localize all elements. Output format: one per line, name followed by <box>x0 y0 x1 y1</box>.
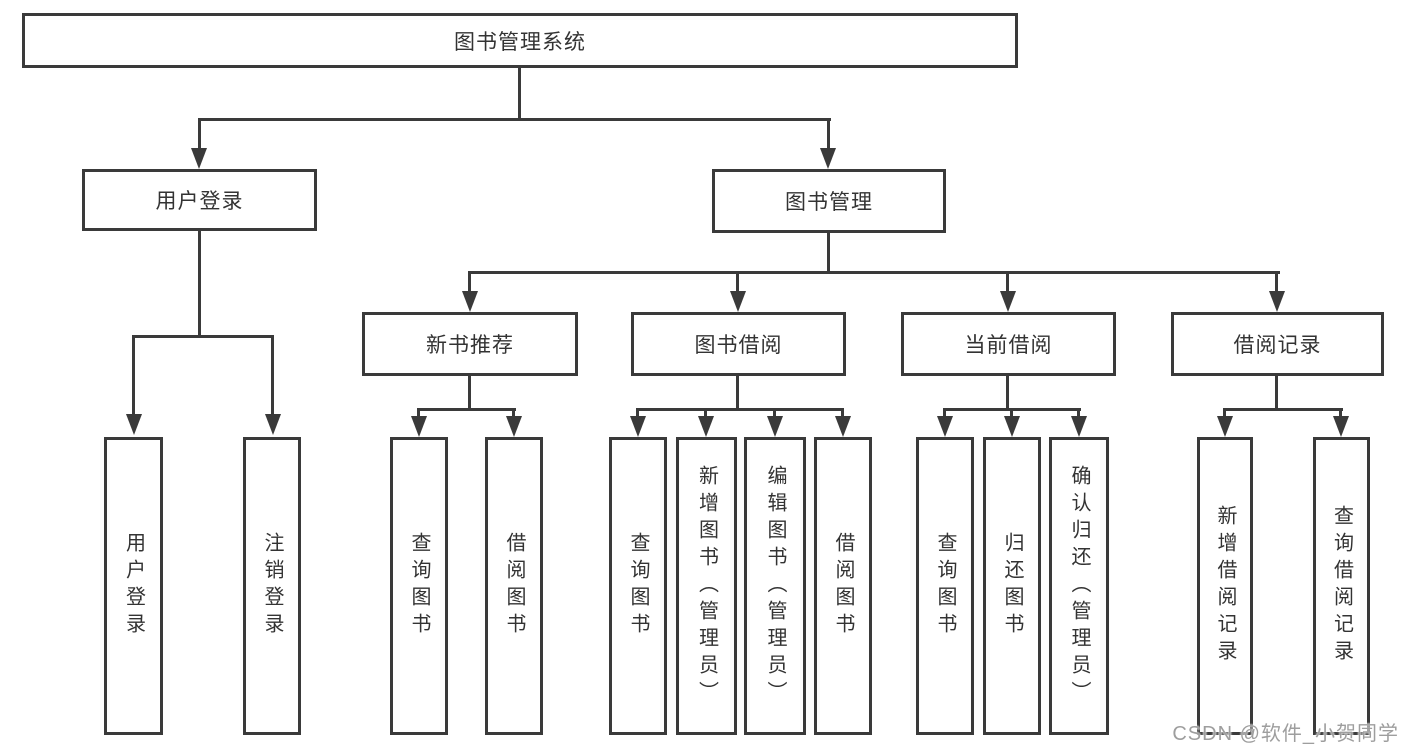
arrow-down-icon <box>265 414 281 435</box>
leaf-add-borrow-record: 新增借阅记录 <box>1197 437 1253 735</box>
arrow-down-icon <box>937 416 953 437</box>
leaf-borrow-books-1-label: 借阅图书 <box>503 532 525 640</box>
node-user-login-label: 用户登录 <box>155 190 244 213</box>
arrow-down-icon <box>411 416 427 437</box>
connector-line <box>636 408 844 411</box>
connector-line <box>827 118 830 150</box>
node-root-label: 图书管理系统 <box>454 30 586 54</box>
connector-line <box>468 376 471 409</box>
node-book-borrow: 图书借阅 <box>631 312 846 376</box>
connector-line <box>1006 376 1009 409</box>
arrow-down-icon <box>191 148 207 169</box>
connector-line <box>1223 408 1226 417</box>
connector-line <box>1223 408 1343 411</box>
leaf-edit-books-admin: 编辑图书（管理员） <box>744 437 806 735</box>
leaf-confirm-return-admin-label: 确认归还（管理员） <box>1068 464 1090 708</box>
leaf-add-books-admin: 新增图书（管理员） <box>676 437 737 735</box>
node-current-borrow: 当前借阅 <box>901 312 1116 376</box>
connector-line <box>736 376 739 409</box>
leaf-query-borrow-record: 查询借阅记录 <box>1313 437 1370 735</box>
leaf-add-borrow-record-label: 新增借阅记录 <box>1214 505 1236 667</box>
connector-line <box>271 335 274 415</box>
leaf-query-borrow-record-label: 查询借阅记录 <box>1330 505 1353 667</box>
connector-line <box>1275 376 1278 409</box>
node-borrow-records-label: 借阅记录 <box>1233 334 1322 357</box>
arrow-down-icon <box>767 416 783 437</box>
connector-line <box>1010 408 1013 417</box>
leaf-add-books-admin-label: 新增图书（管理员） <box>695 464 718 708</box>
connector-line <box>636 408 639 417</box>
leaf-return-books-label: 归还图书 <box>1001 532 1023 640</box>
connector-line <box>198 118 201 150</box>
connector-line <box>1006 271 1009 293</box>
node-book-borrow-label: 图书借阅 <box>694 334 783 357</box>
connector-line <box>518 68 521 118</box>
arrow-down-icon <box>1269 291 1285 312</box>
connector-line <box>417 408 516 411</box>
connector-line <box>198 118 831 121</box>
node-new-book-recommend: 新书推荐 <box>362 312 578 376</box>
arrow-down-icon <box>820 148 836 169</box>
leaf-query-books-1-label: 查询图书 <box>408 532 430 640</box>
leaf-borrow-books-2: 借阅图书 <box>814 437 872 735</box>
arrow-down-icon <box>730 291 746 312</box>
connector-line <box>1275 271 1278 293</box>
connector-line <box>198 231 201 335</box>
node-new-book-recommend-label: 新书推荐 <box>426 334 514 357</box>
connector-line <box>773 408 776 417</box>
arrow-down-icon <box>506 416 522 437</box>
connector-line <box>469 271 1280 274</box>
connector-line <box>1339 408 1342 417</box>
arrow-down-icon <box>126 414 142 435</box>
arrow-down-icon <box>1333 416 1349 437</box>
arrow-down-icon <box>698 416 714 437</box>
connector-line <box>827 233 830 273</box>
node-book-management-label: 图书管理 <box>785 191 873 214</box>
leaf-logout: 注销登录 <box>243 437 301 735</box>
leaf-user-login-label: 用户登录 <box>122 532 145 640</box>
connector-line <box>132 335 274 338</box>
leaf-logout-label: 注销登录 <box>261 532 283 640</box>
arrow-down-icon <box>1000 291 1016 312</box>
connector-line <box>943 408 946 417</box>
connector-line <box>468 271 471 293</box>
leaf-query-books-3-label: 查询图书 <box>934 532 956 640</box>
csdn-watermark: CSDN @软件_小贺同学 <box>1172 723 1399 745</box>
leaf-edit-books-admin-label: 编辑图书（管理员） <box>764 464 786 708</box>
node-root: 图书管理系统 <box>22 13 1018 68</box>
leaf-query-books-2: 查询图书 <box>609 437 667 735</box>
connector-line <box>417 408 420 417</box>
leaf-confirm-return-admin: 确认归还（管理员） <box>1049 437 1109 735</box>
arrow-down-icon <box>630 416 646 437</box>
node-user-login: 用户登录 <box>82 169 317 231</box>
leaf-query-books-3: 查询图书 <box>916 437 974 735</box>
leaf-query-books-1: 查询图书 <box>390 437 448 735</box>
connector-line <box>1077 408 1080 417</box>
arrow-down-icon <box>1071 416 1087 437</box>
leaf-query-books-2-label: 查询图书 <box>627 532 649 640</box>
arrow-down-icon <box>1217 416 1233 437</box>
connector-line <box>841 408 844 417</box>
connector-line <box>132 335 135 415</box>
leaf-return-books: 归还图书 <box>983 437 1041 735</box>
leaf-borrow-books-2-label: 借阅图书 <box>832 532 854 640</box>
node-borrow-records: 借阅记录 <box>1171 312 1384 376</box>
arrow-down-icon <box>835 416 851 437</box>
connector-line <box>736 271 739 293</box>
leaf-user-login: 用户登录 <box>104 437 163 735</box>
node-current-borrow-label: 当前借阅 <box>964 334 1053 357</box>
node-book-management: 图书管理 <box>712 169 946 233</box>
connector-line <box>704 408 707 417</box>
connector-line <box>512 408 515 417</box>
arrow-down-icon <box>462 291 478 312</box>
arrow-down-icon <box>1004 416 1020 437</box>
leaf-borrow-books-1: 借阅图书 <box>485 437 543 735</box>
